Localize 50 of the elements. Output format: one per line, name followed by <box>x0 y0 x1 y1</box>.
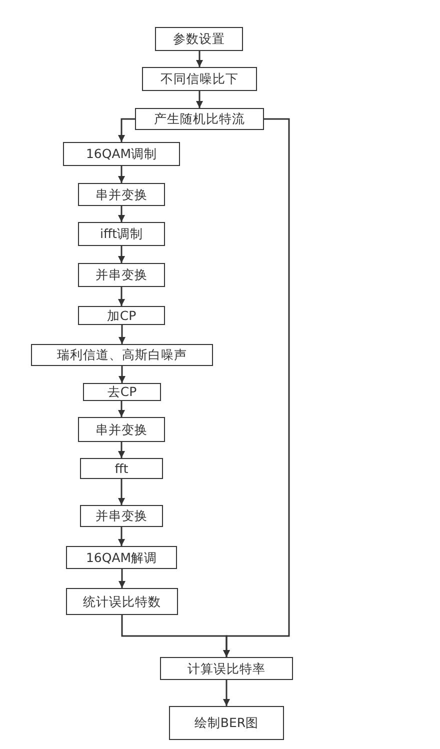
process-box <box>31 344 213 366</box>
process-box <box>80 458 163 479</box>
arrow <box>223 680 230 706</box>
process-box <box>155 27 243 51</box>
process-box <box>78 263 165 287</box>
box-label: 瑞利信道、高斯白噪声 <box>57 348 187 362</box>
arrow <box>118 442 125 458</box>
process-box <box>83 383 161 401</box>
box-label: 并串变换 <box>96 509 148 523</box>
process-box <box>160 657 293 680</box>
box-label: 计算误比特率 <box>188 662 266 676</box>
arrow <box>118 479 125 505</box>
arrow <box>118 118 135 142</box>
box-label: 参数设置 <box>173 32 225 46</box>
arrow <box>196 91 203 108</box>
process-box <box>66 546 177 569</box>
arrow <box>118 325 126 344</box>
process-box <box>135 108 264 130</box>
process-box <box>80 505 163 527</box>
box-label: 16QAM调制 <box>86 147 158 161</box>
box-label: 加CP <box>106 308 136 322</box>
process-box <box>66 588 178 615</box>
process-box <box>169 706 284 740</box>
arrow <box>121 615 230 657</box>
arrow <box>118 366 126 383</box>
arrow <box>118 401 125 417</box>
box-label: ifft调制 <box>100 227 143 241</box>
box-label: 产生随机比特流 <box>154 112 245 126</box>
process-box <box>78 183 165 206</box>
arrow <box>118 206 125 222</box>
process-box <box>142 67 257 91</box>
box-label: 串并变换 <box>96 422 148 436</box>
box-label: 统计误比特数 <box>83 594 161 608</box>
arrow <box>118 246 125 263</box>
process-box <box>78 417 165 442</box>
box-label: fft <box>114 462 128 476</box>
process-box <box>63 142 180 166</box>
process-box <box>78 222 165 246</box>
box-label: 16QAM解调 <box>86 550 158 564</box>
box-label: 去CP <box>107 385 137 399</box>
box-label: 不同信噪比下 <box>160 72 238 86</box>
arrow <box>118 569 126 588</box>
box-label: 绘制BER图 <box>194 716 259 730</box>
arrow <box>196 51 203 67</box>
arrow <box>118 166 125 183</box>
process-box <box>78 306 165 325</box>
box-label: 并串变换 <box>96 268 148 282</box>
arrow <box>118 287 125 306</box>
arrow <box>118 527 125 546</box>
box-label: 串并变换 <box>96 188 148 202</box>
